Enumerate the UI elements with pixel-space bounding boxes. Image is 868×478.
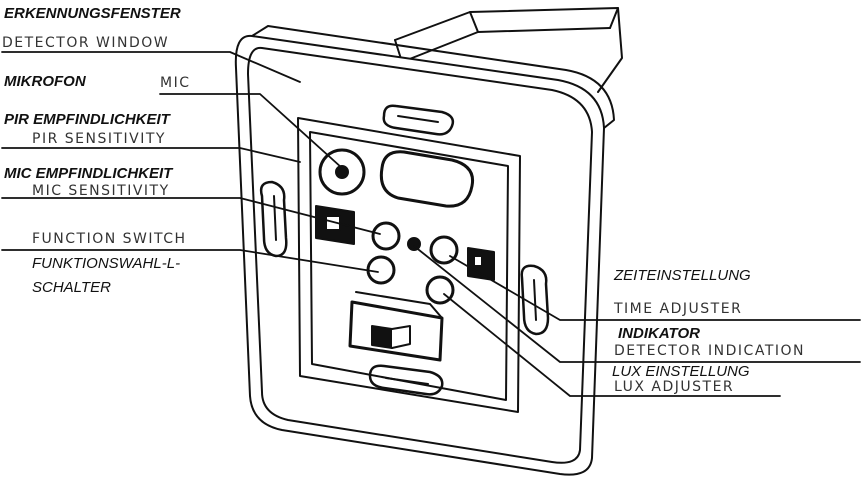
label-lux-adjuster-de: LUX EINSTELLUNG: [612, 363, 750, 380]
label-detector-window-en: DETECTOR WINDOW: [2, 35, 170, 51]
label-function-switch-en: FUNCTION SWITCH: [32, 231, 187, 247]
label-indicator-de: INDIKATOR: [618, 325, 700, 342]
label-detector-window-de: ERKENNUNGSFENSTER: [4, 5, 181, 22]
leader-lines: [1, 51, 861, 397]
label-pir-sensitivity-en: PIR SENSITIVITY: [32, 131, 166, 147]
indicator-component: [467, 247, 495, 281]
label-pir-sensitivity-de: PIR EMPFINDLICHKEIT: [4, 111, 170, 128]
label-mic-sensitivity-en: MIC SENSITIVITY: [32, 183, 170, 199]
label-time-adjuster-de: ZEITEINSTELLUNG: [614, 267, 751, 284]
label-function-switch-de-2: SCHALTER: [32, 279, 111, 296]
mounting-slots: [259, 104, 550, 396]
function-switch-block: [348, 291, 444, 362]
label-function-switch-de-1: FUNKTIONSWAHL-L-: [32, 255, 181, 272]
detector-window: [379, 150, 475, 208]
label-mic-en: MIC: [160, 75, 191, 91]
component-square: [315, 205, 355, 245]
front-cover: [234, 25, 615, 476]
label-mic-de: MIKROFON: [4, 73, 86, 90]
label-indicator-en: DETECTOR INDICATION: [614, 343, 805, 359]
label-time-adjuster-en: TIME ADJUSTER: [614, 301, 743, 317]
label-lux-adjuster-en: LUX ADJUSTER: [614, 379, 735, 395]
inner-panel: [297, 117, 521, 413]
microphone: [318, 148, 366, 196]
label-mic-sensitivity-de: MIC EMPFINDLICHKEIT: [4, 165, 173, 182]
